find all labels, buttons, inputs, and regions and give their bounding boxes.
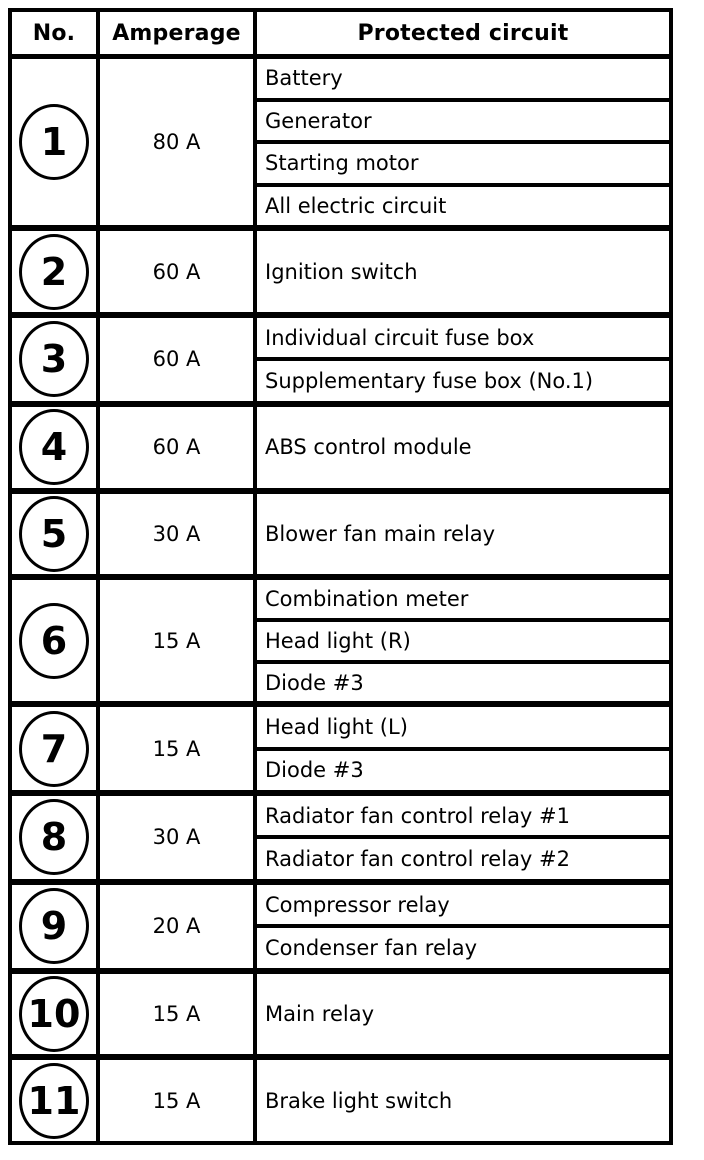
circuit-entry: Head light (R) bbox=[257, 622, 669, 664]
amperage-cell: 60 A bbox=[100, 231, 257, 313]
circuit-entry: Brake light switch bbox=[265, 1088, 453, 1113]
table-header: No. Amperage Protected circuit bbox=[12, 12, 669, 59]
header-no: No. bbox=[12, 12, 100, 54]
fuse-number-circle: 4 bbox=[19, 409, 89, 486]
fuse-number-cell: 7 bbox=[12, 707, 100, 791]
header-protected-circuit: Protected circuit bbox=[357, 20, 569, 46]
amperage-cell: 60 A bbox=[100, 318, 257, 401]
fuse-number-cell: 10 bbox=[12, 973, 100, 1055]
circuit-entry: Supplementary fuse box (No.1) bbox=[265, 369, 594, 394]
fuse-number-circle: 9 bbox=[19, 888, 89, 965]
fuse-number-cell: 1 bbox=[12, 59, 100, 226]
circuit-entry: Blower fan main relay bbox=[265, 521, 496, 546]
protected-circuits-cell: Blower fan main relay bbox=[257, 494, 669, 575]
circuit-entry: Main relay bbox=[265, 1001, 375, 1026]
amperage-cell: 60 A bbox=[100, 406, 257, 488]
circuit-entry: Starting motor bbox=[257, 144, 669, 187]
fuse-number-circle: 7 bbox=[19, 710, 89, 787]
circuit-entry: All electric circuit bbox=[265, 194, 447, 219]
circuit-entry: Diode #3 bbox=[265, 758, 364, 783]
amperage-cell: 15 A bbox=[100, 1060, 257, 1142]
amperage-cell: 20 A bbox=[100, 884, 257, 968]
fuse-number-cell: 4 bbox=[12, 406, 100, 488]
circuit-entry: Compressor relay bbox=[257, 885, 669, 929]
protected-circuits-cell: Main relay bbox=[257, 974, 669, 1055]
fuse-number-cell: 2 bbox=[12, 231, 100, 313]
amperage-cell: 30 A bbox=[100, 796, 257, 879]
circuit-entry: Ignition switch bbox=[265, 259, 418, 284]
protected-circuits-cell: Head light (L) Diode #3 bbox=[257, 707, 669, 790]
protected-circuits-cell: Brake light switch bbox=[257, 1060, 669, 1141]
fuse-number-cell: 9 bbox=[12, 884, 100, 968]
protected-circuits-cell: Ignition switch bbox=[257, 231, 669, 312]
amperage-cell: 30 A bbox=[100, 493, 257, 575]
fuse-number-circle: 1 bbox=[19, 104, 89, 181]
header-amperage: Amperage bbox=[100, 12, 257, 54]
fuse-number-circle: 11 bbox=[19, 1062, 89, 1139]
circuit-entry: Diode #3 bbox=[265, 670, 364, 695]
amperage-cell: 15 A bbox=[100, 973, 257, 1055]
circuit-entry: Combination meter bbox=[257, 580, 669, 623]
fuse-number-cell: 5 bbox=[12, 493, 100, 575]
circuit-entry: Radiator fan control relay #2 bbox=[265, 847, 570, 872]
circuit-entry: Head light (L) bbox=[257, 707, 669, 751]
circuit-entry: ABS control module bbox=[265, 435, 472, 460]
amperage-cell: 80 A bbox=[100, 59, 257, 226]
fuse-number-cell: 8 bbox=[12, 796, 100, 879]
circuit-entry: Generator bbox=[257, 102, 669, 145]
circuit-entry: Individual circuit fuse box bbox=[257, 318, 669, 362]
fuse-number-circle: 2 bbox=[19, 233, 89, 310]
fuse-number-circle: 8 bbox=[19, 799, 89, 876]
fuse-number-circle: 3 bbox=[19, 321, 89, 398]
circuit-entry: Battery bbox=[257, 59, 669, 102]
amperage-cell: 15 A bbox=[100, 580, 257, 702]
fuse-number-circle: 5 bbox=[19, 495, 89, 572]
fuse-number-circle: 10 bbox=[19, 975, 89, 1052]
fuse-number-cell: 6 bbox=[12, 580, 100, 702]
fuse-number-cell: 3 bbox=[12, 318, 100, 401]
circuit-entry: Radiator fan control relay #1 bbox=[257, 796, 669, 840]
circuit-entry: Condenser fan relay bbox=[265, 935, 478, 960]
fuse-number-circle: 6 bbox=[19, 602, 89, 679]
protected-circuits-cell: ABS control module bbox=[257, 407, 669, 488]
protected-circuits-cell: Radiator fan control relay #1 Radiator fa… bbox=[257, 796, 669, 879]
amperage-cell: 15 A bbox=[100, 707, 257, 791]
fuse-number-cell: 11 bbox=[12, 1060, 100, 1142]
